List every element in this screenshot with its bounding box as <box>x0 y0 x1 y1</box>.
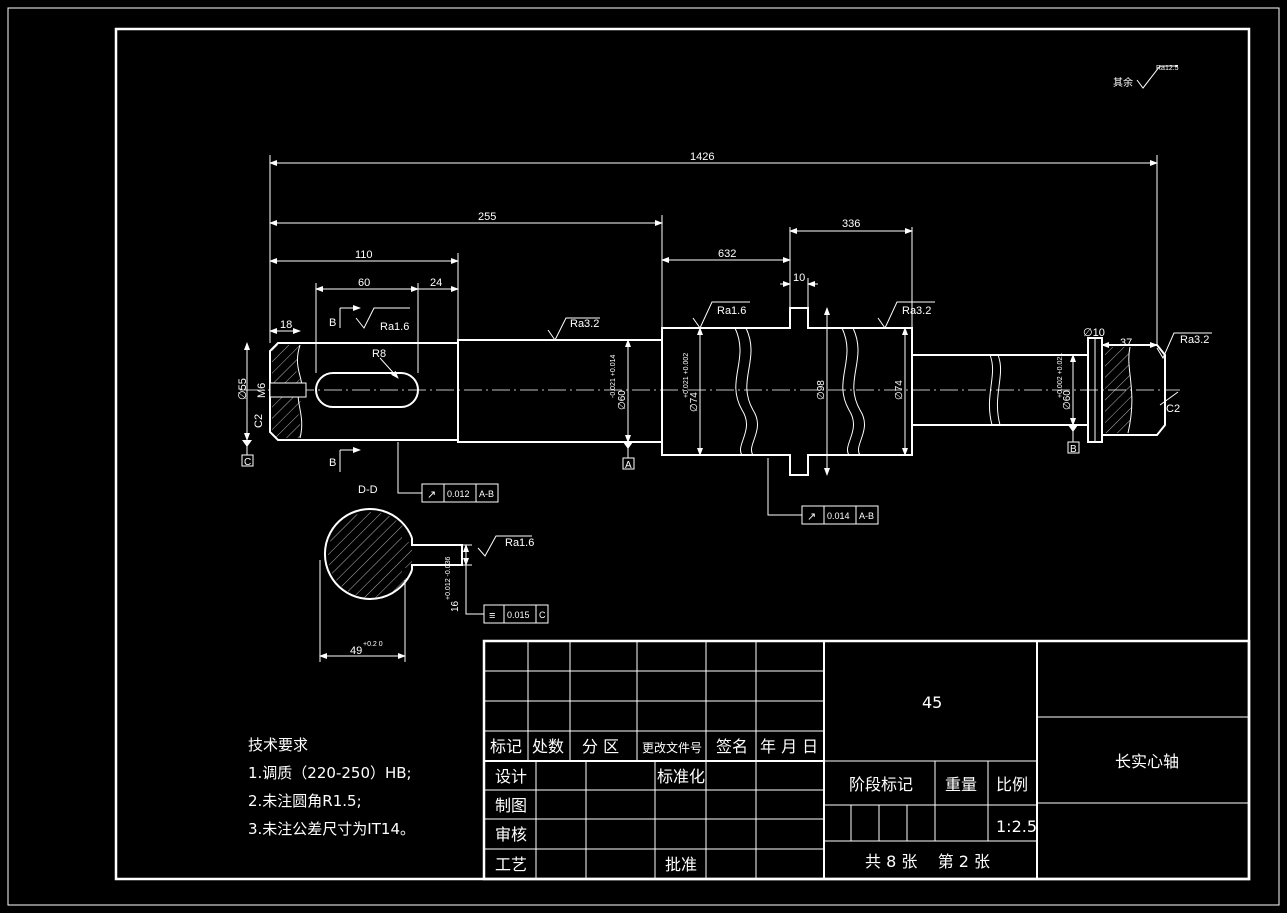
svg-text:0.012: 0.012 <box>447 489 470 499</box>
datum-features: C A B <box>241 425 1080 471</box>
row-review: 审核 <box>495 825 527 844</box>
datum-c: C <box>244 457 251 468</box>
roughness-collar: Ra3.2 <box>902 305 931 317</box>
dim-c2-right: C2 <box>1166 403 1180 415</box>
standardization: 标准化 <box>657 767 705 786</box>
dim-phi74k-tol: +0.021 +0.002 <box>683 353 690 398</box>
sheet-count: 共 8 张 第 2 张 <box>865 852 990 871</box>
section-depth-tol: +0.012 -0.036 <box>445 556 452 600</box>
section-roughness: Ra1.6 <box>505 537 534 549</box>
dim-phi74k: ∅74 <box>689 392 700 412</box>
header-date: 年 月 日 <box>760 737 818 756</box>
dim-18: 18 <box>280 319 292 331</box>
svg-text:A-B: A-B <box>479 489 494 499</box>
dim-phi60r-tol: +0.002 +0.021 <box>1057 353 1064 398</box>
dim-phi10: ∅10 <box>1083 327 1105 339</box>
header-sign: 签名 <box>716 737 748 756</box>
row-design: 设计 <box>495 767 527 786</box>
datum-a: A <box>625 460 632 471</box>
datum-b: B <box>1070 444 1077 455</box>
roughness-right-end: Ra3.2 <box>1180 334 1209 346</box>
svg-text:≡: ≡ <box>489 610 495 622</box>
title-block: 标记 处数 分 区 更改文件号 签名 年 月 日 设计 制图 审核 工艺 标准化… <box>482 639 1251 881</box>
dim-c2-left: C2 <box>253 414 265 428</box>
section-depth: 16 <box>450 600 461 612</box>
dim-10: 10 <box>793 272 805 284</box>
dim-255: 255 <box>478 211 496 223</box>
technical-requirements: 技术要求 1.调质（220-250）HB; 2.未注圆角R1.5; 3.未注公差… <box>248 736 415 838</box>
approve: 批准 <box>665 855 697 874</box>
dim-110: 110 <box>355 249 373 261</box>
shaft-outline <box>269 307 1166 476</box>
scale-value: 1:2.5 <box>996 817 1037 836</box>
dim-24: 24 <box>430 277 442 289</box>
dim-336: 336 <box>842 218 860 230</box>
dim-phi60r: ∅60 <box>1062 390 1073 410</box>
dim-r8: R8 <box>372 348 386 360</box>
section-title: D-D <box>358 484 378 496</box>
svg-text:C: C <box>539 610 546 620</box>
section-mark-bottom: B <box>329 457 336 469</box>
tech-item-1: 1.调质（220-250）HB; <box>248 764 412 782</box>
roughness-bearing: Ra1.6 <box>717 305 746 317</box>
header-zone: 分 区 <box>582 737 619 756</box>
row-drafting: 制图 <box>495 796 527 815</box>
dim-phi74: ∅74 <box>894 380 905 400</box>
section-mark-top: B <box>329 317 336 329</box>
roughness-shaft: Ra3.2 <box>570 318 599 330</box>
header-count: 处数 <box>532 737 564 756</box>
roughness-symbols: Ra1.6 Ra3.2 Ra1.6 Ra3.2 Ra3.2 <box>355 301 1212 360</box>
tech-item-3: 3.未注公差尺寸为IT14。 <box>248 820 415 838</box>
dim-60: 60 <box>358 277 370 289</box>
header-doc: 更改文件号 <box>642 740 702 755</box>
scale-label: 比例 <box>996 775 1028 794</box>
svg-text:0.014: 0.014 <box>827 511 850 521</box>
dim-phi60: ∅60 <box>617 390 628 410</box>
svg-text:0.015: 0.015 <box>507 610 530 620</box>
weight-label: 重量 <box>945 775 977 794</box>
dim-37: 37 <box>1120 337 1132 349</box>
runout-frame-mid: ↗ 0.014 A-B <box>767 458 879 525</box>
section-marks: B B <box>329 308 360 472</box>
dimensions: 1426 255 110 60 24 18 632 336 10 37 ∅10 … <box>237 151 1180 476</box>
dim-phi60-tol: -0.021 +0.014 <box>610 354 617 398</box>
section-width: 49 <box>350 645 362 657</box>
stage-mark: 阶段标记 <box>849 775 913 794</box>
section-d-d: D-D 49 +0.2 0 16 +0.012 -0.036 Ra1.6 ≡ 0… <box>319 484 549 662</box>
tech-title: 技术要求 <box>248 736 308 754</box>
roughness-keyway: Ra1.6 <box>380 321 409 333</box>
general-roughness-note: 其余 Ra12.5 <box>1113 65 1179 89</box>
tech-item-2: 2.未注圆角R1.5; <box>248 792 362 810</box>
runout-frame-left: ↗ 0.012 A-B <box>397 442 499 503</box>
part-name: 长实心轴 <box>1115 752 1179 771</box>
svg-text:A-B: A-B <box>859 511 874 521</box>
material: 45 <box>922 693 942 712</box>
header-mark: 标记 <box>490 737 522 756</box>
svg-text:Ra12.5: Ra12.5 <box>1156 65 1179 72</box>
dim-phi55: ∅55 <box>237 378 249 400</box>
outer-border <box>7 7 1280 906</box>
svg-text:其余: 其余 <box>1113 76 1133 89</box>
dim-m6: M6 <box>256 383 268 398</box>
dim-total: 1426 <box>690 151 714 163</box>
svg-text:↗: ↗ <box>807 511 816 523</box>
dim-632: 632 <box>718 248 736 260</box>
row-process: 工艺 <box>495 855 527 874</box>
dim-phi98: ∅98 <box>816 380 827 400</box>
section-width-tol: +0.2 0 <box>363 641 383 648</box>
svg-text:↗: ↗ <box>427 489 436 501</box>
